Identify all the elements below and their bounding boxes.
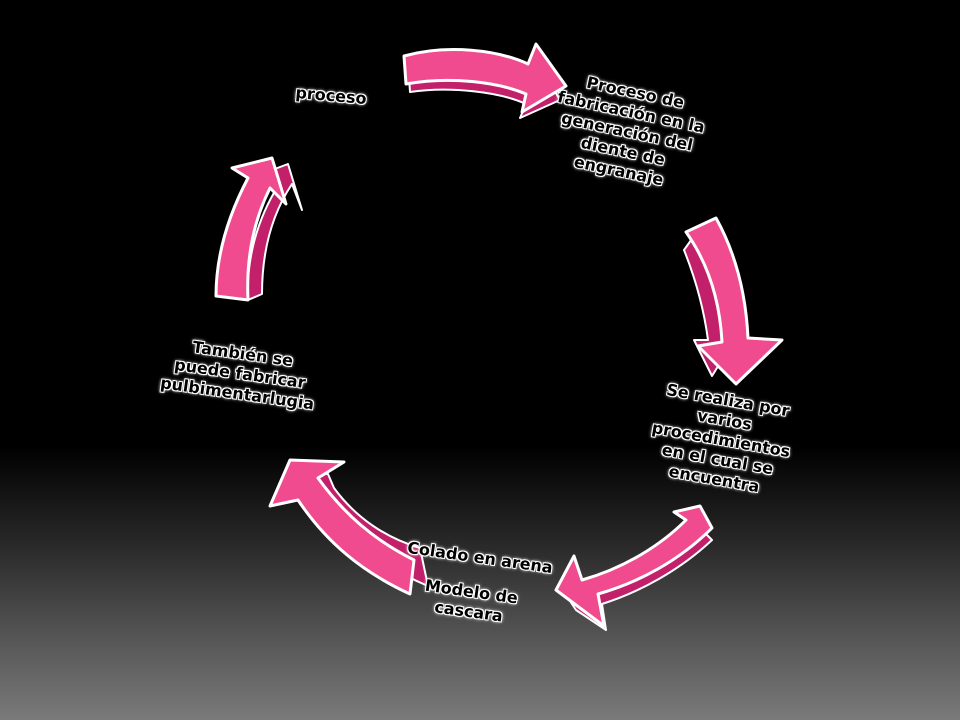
- arrow-colado-to-pulbimentarlugia: [268, 458, 429, 596]
- curved-arrow-icon: [268, 458, 416, 596]
- curved-arrow-icon: [554, 504, 714, 628]
- arrow-pulbimentarlugia-to-proceso: [214, 156, 303, 302]
- curved-arrow-icon: [402, 42, 568, 114]
- curved-arrow-icon: [214, 156, 288, 302]
- arrow-fabricacion-to-procedimientos: [683, 216, 784, 386]
- curved-arrow-icon: [684, 216, 784, 386]
- arrow-proceso-to-fabricacion: [402, 42, 568, 119]
- arrow-procedimientos-to-colado: [554, 504, 714, 631]
